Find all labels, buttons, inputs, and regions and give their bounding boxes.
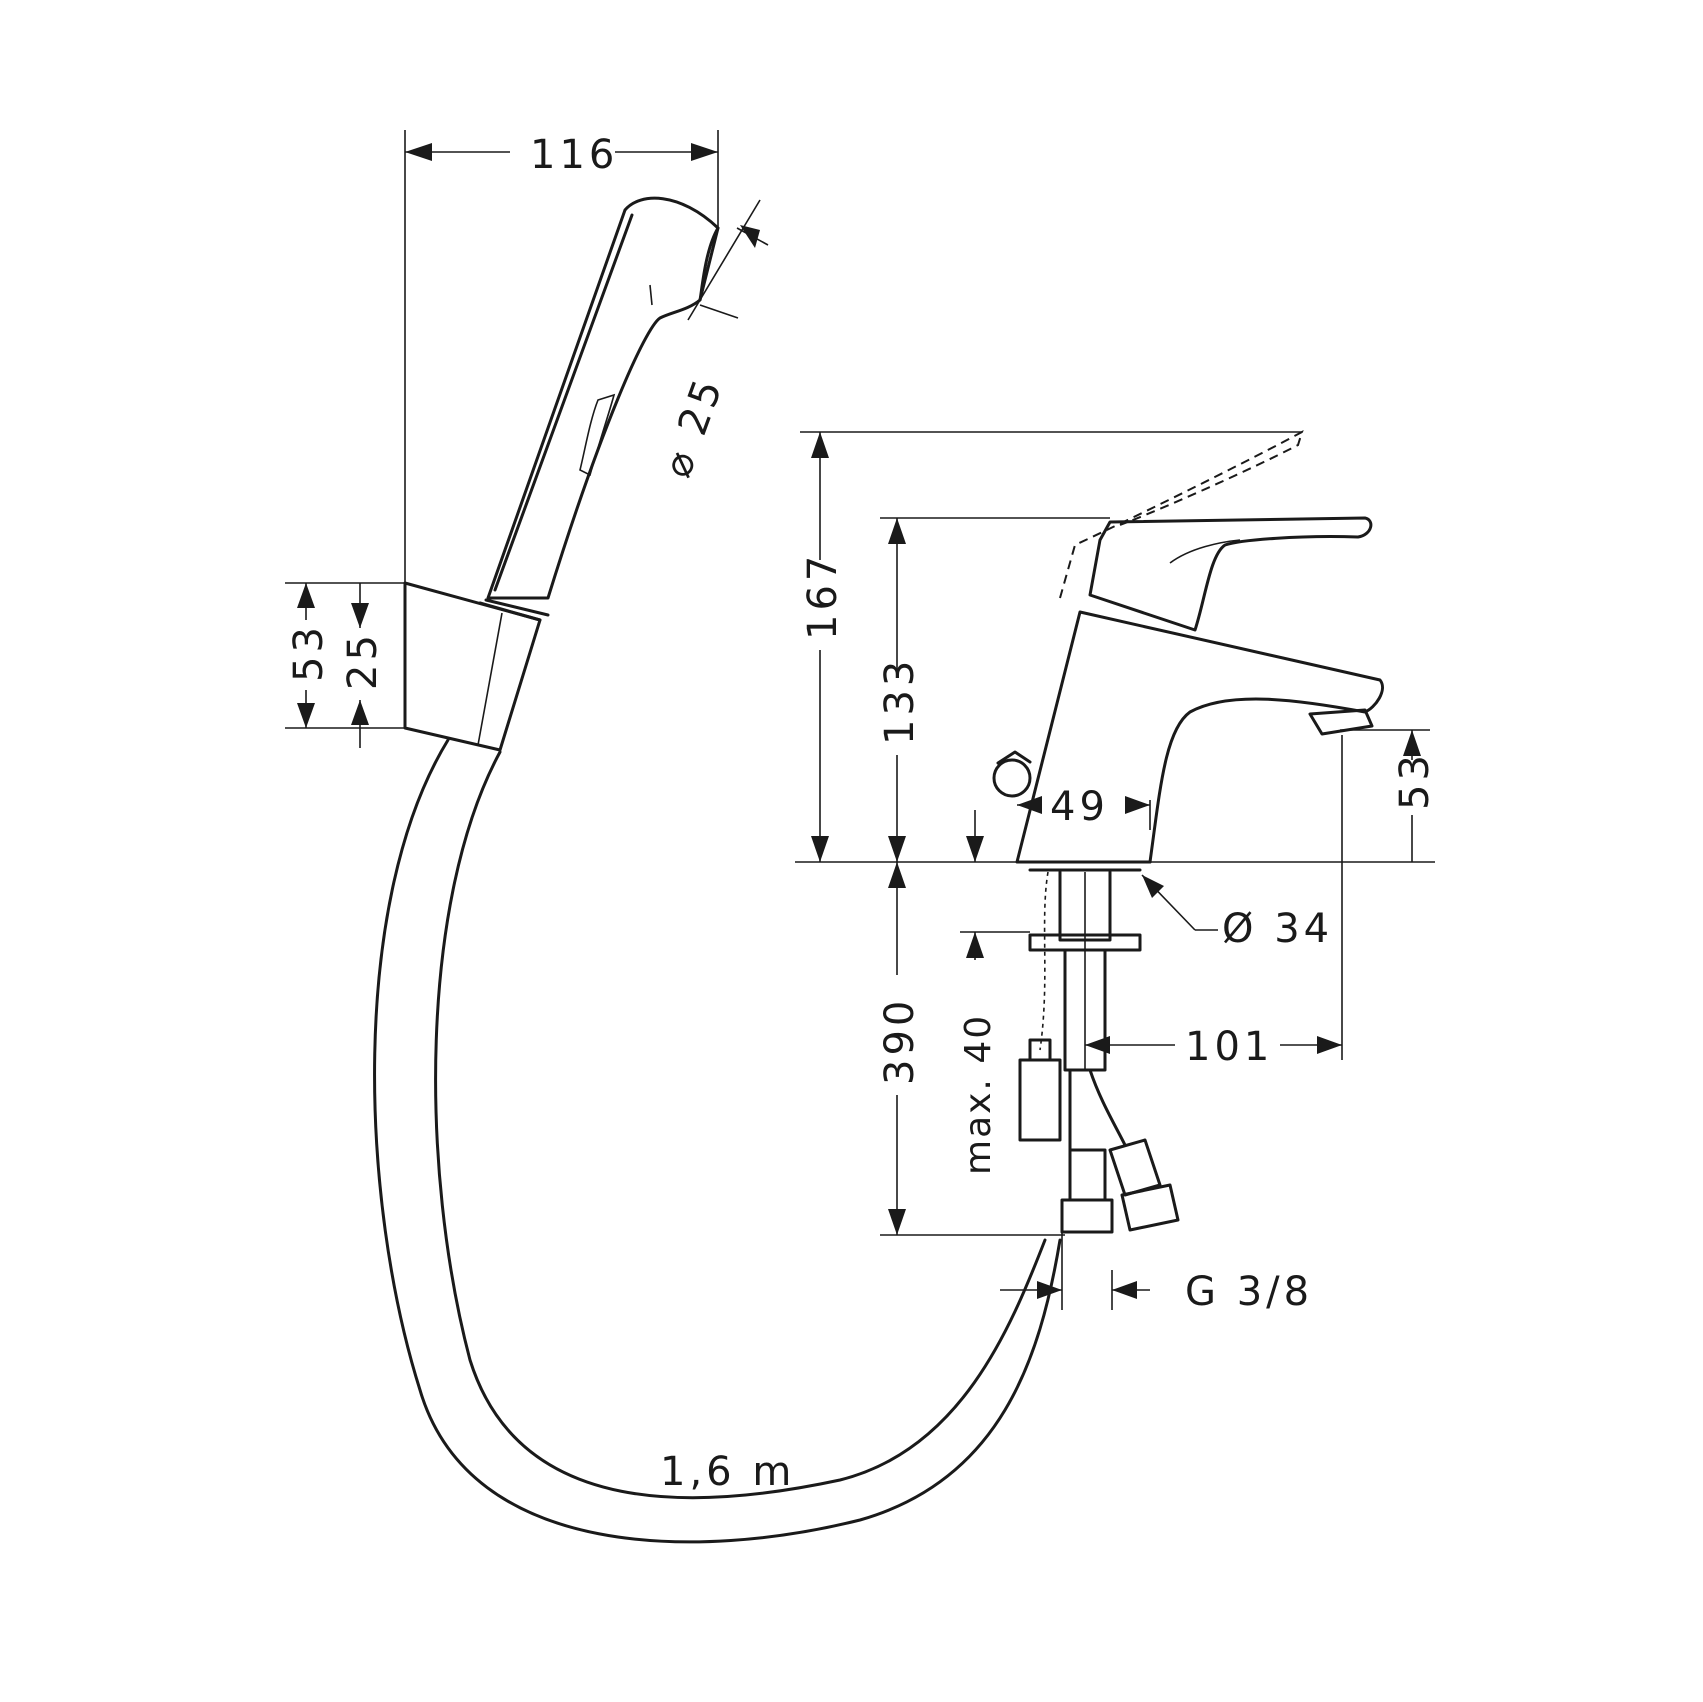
shower-hose — [373, 738, 1062, 1544]
dim-167: 167 — [800, 552, 846, 640]
dim-390: 390 — [877, 997, 923, 1085]
dim-holder-25: 25 — [340, 631, 386, 690]
dim-base-diameter: Ø 34 — [1222, 906, 1333, 952]
dimension-labels: 116 ⌀ 25 53 25 167 133 53 49 Ø 34 101 39… — [286, 132, 1438, 1495]
dim-hose-length: 1,6 m — [660, 1449, 795, 1495]
dim-nozzle-diameter: ⌀ 25 — [654, 370, 733, 483]
dimension-lines — [285, 130, 1435, 1310]
dim-outlet-53: 53 — [1392, 751, 1438, 810]
basin-mixer — [992, 429, 1384, 1234]
dim-49: 49 — [1050, 784, 1109, 830]
hand-shower — [486, 196, 720, 600]
dim-116: 116 — [530, 132, 618, 178]
dim-holder-53: 53 — [286, 623, 332, 682]
shower-holder — [403, 581, 550, 752]
dim-101: 101 — [1185, 1024, 1273, 1070]
dim-133: 133 — [877, 657, 923, 745]
dim-thread: G 3/8 — [1185, 1269, 1313, 1315]
dim-max-40: max. 40 — [958, 1014, 999, 1175]
